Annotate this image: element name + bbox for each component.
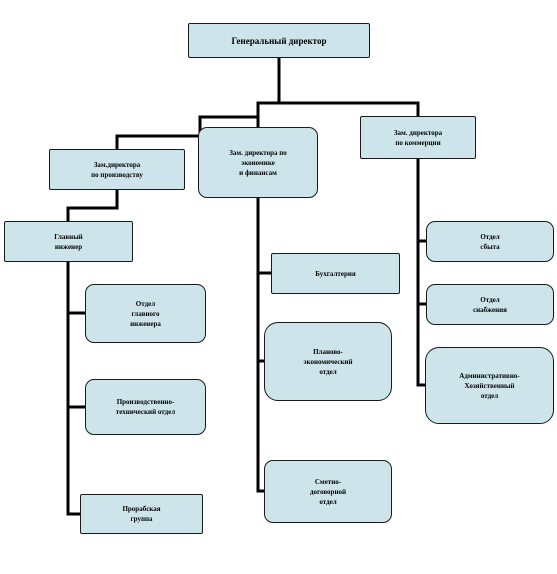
general-director-box: Генеральный директор (188, 23, 370, 58)
chief-engineer-box: Главный инженер (4, 221, 133, 262)
foremen-group-box: Прорабская группа (80, 494, 203, 534)
deputy-production-box: Зам.директора по производству (49, 149, 185, 190)
sales-department-box: Отдел сбыта (426, 221, 554, 262)
deputy-economics-box: Зам. директора по экономике и финансам (198, 127, 318, 198)
production-technical-department-box: Производственно- технический отдел (85, 379, 206, 435)
estimates-contracts-department-box: Сметно- договорной отдел (264, 460, 392, 523)
connector-prod-to-chief (66, 188, 119, 223)
deputy-commerce-box: Зам. директора по коммерции (360, 116, 476, 159)
administrative-department-box: Административно- Хозяйственный отдел (425, 347, 554, 424)
supply-department-box: Отдел снабжения (426, 284, 554, 325)
connector-gen-to-econ (256, 101, 281, 129)
accounting-box: Бухгалтерия (271, 253, 400, 294)
planning-economic-department-box: Планово- экономический отдел (264, 322, 392, 401)
connector-gen-to-comm (277, 101, 420, 118)
chief-engineer-department-box: Отдел главного инженера (85, 284, 206, 343)
